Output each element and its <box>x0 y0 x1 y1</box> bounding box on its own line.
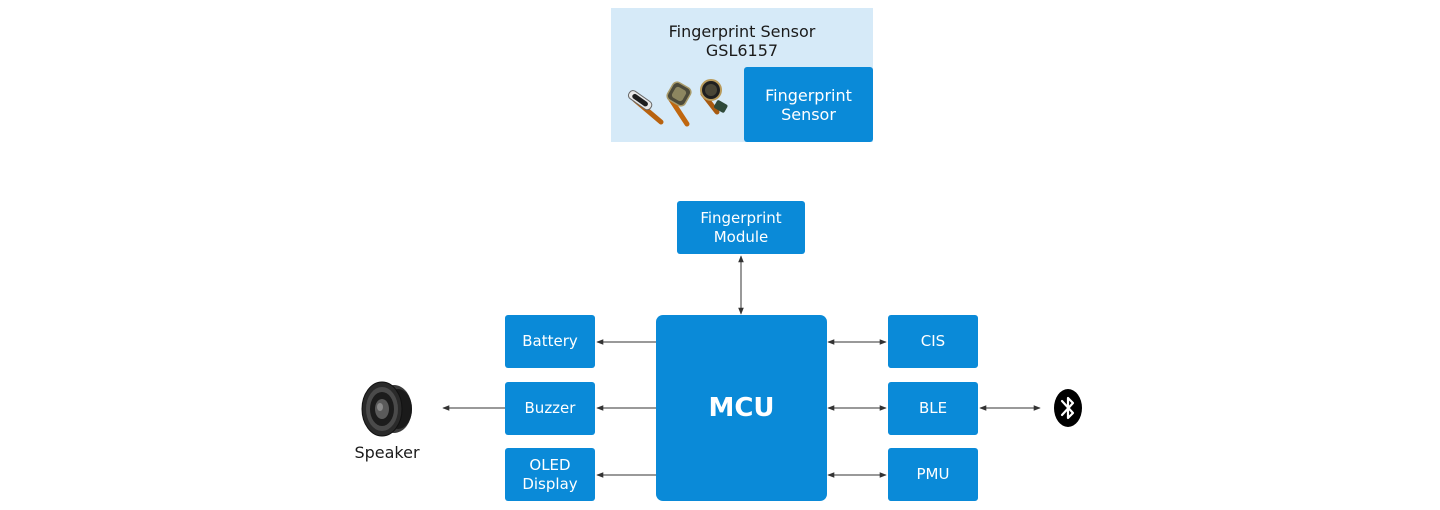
mcu-block: MCU <box>656 315 827 501</box>
speaker-label: Speaker <box>354 443 420 462</box>
fingerprint-sensor-image <box>627 79 728 127</box>
oled-display-block: OLED Display <box>505 448 595 501</box>
cis-block: CIS <box>888 315 978 368</box>
bluetooth-icon <box>1054 389 1082 427</box>
buzzer-block: Buzzer <box>505 382 595 435</box>
fingerprint-sensor-block: Fingerprint Sensor <box>744 67 873 142</box>
sensor-panel-model: GSL6157 <box>705 41 779 60</box>
ble-block: BLE <box>888 382 978 435</box>
pmu-block: PMU <box>888 448 978 501</box>
fingerprint-sensor-panel: Fingerprint Sensor GSL6157 Fingerprint S… <box>611 8 873 142</box>
battery-block: Battery <box>505 315 595 368</box>
sensor-panel-title: Fingerprint Sensor <box>668 22 816 41</box>
fingerprint-module-block: Fingerprint Module <box>677 201 805 254</box>
speaker-icon <box>361 381 412 437</box>
